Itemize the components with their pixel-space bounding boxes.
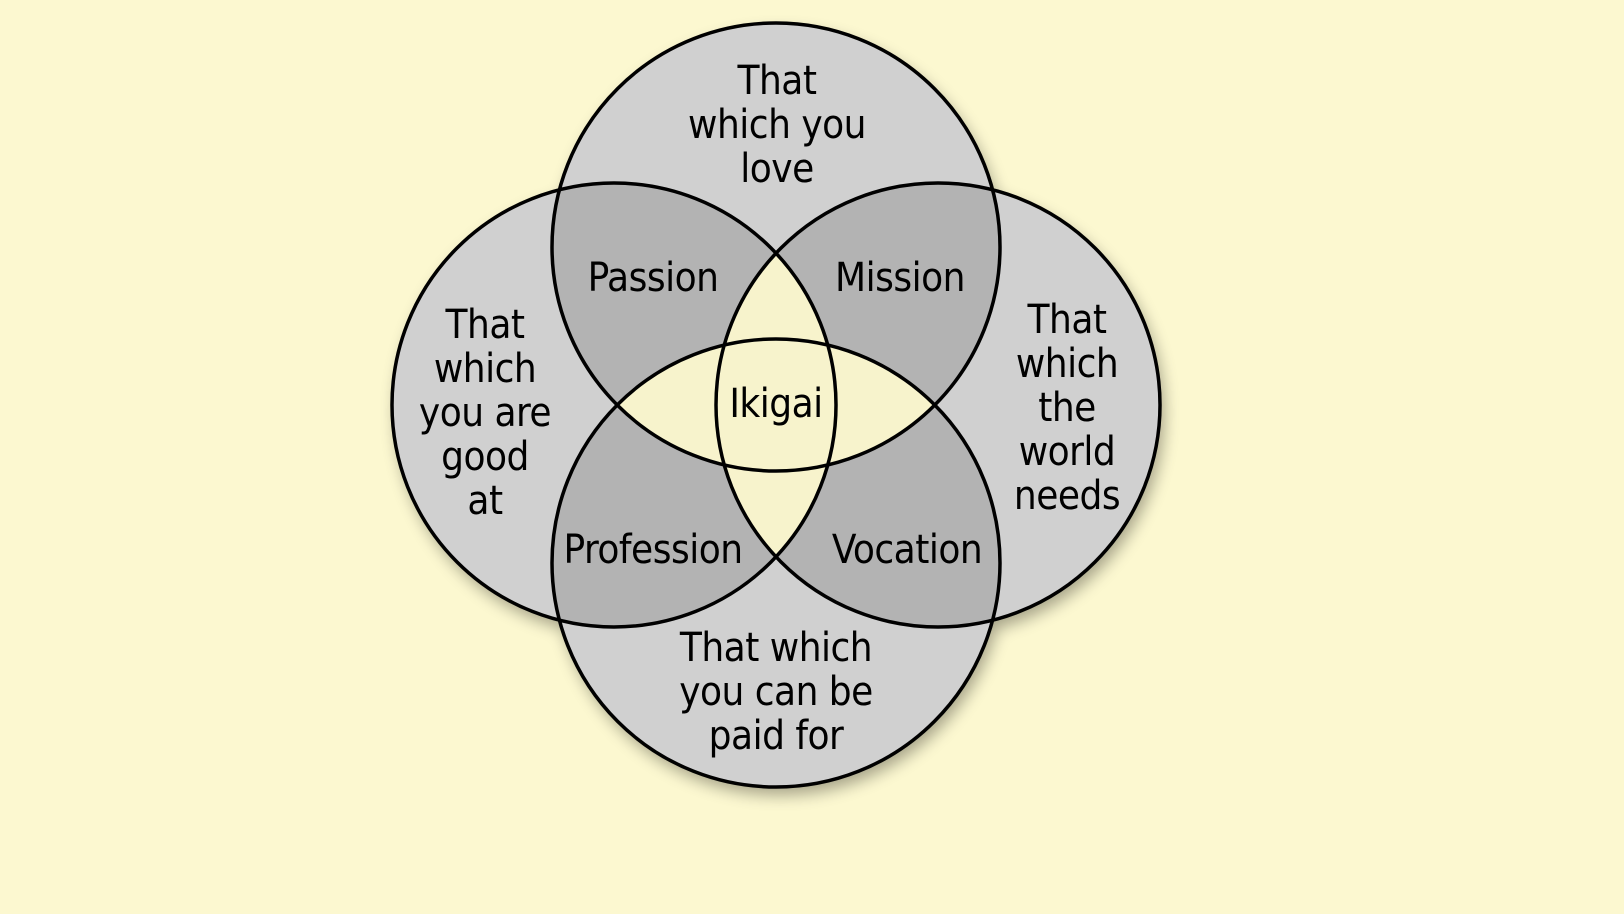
label-ikigai: Ikigai xyxy=(729,381,823,427)
label-profession: Profession xyxy=(563,527,743,573)
label-vocation: Vocation xyxy=(831,527,983,573)
label-mission: Mission xyxy=(835,255,965,301)
label-passion: Passion xyxy=(587,255,719,301)
